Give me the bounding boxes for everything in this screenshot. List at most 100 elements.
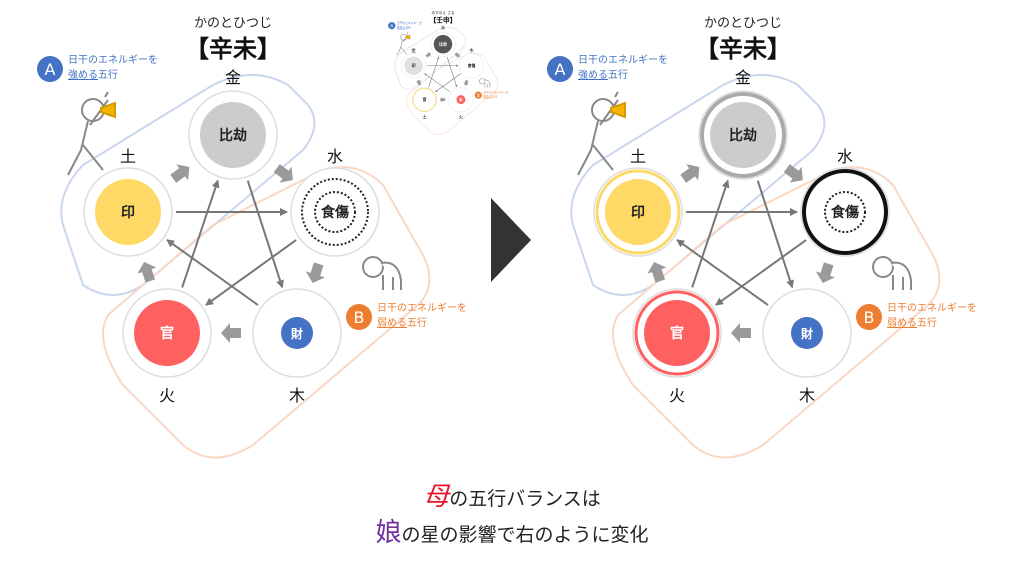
legend-a-line1: 日干のエネルギーを bbox=[68, 54, 158, 66]
tired-figure-icon bbox=[479, 78, 491, 88]
node-core bbox=[281, 317, 313, 349]
node-label: 食傷 bbox=[831, 204, 859, 221]
legend-b-underlined: 弱める bbox=[483, 95, 492, 99]
element-label: 金 bbox=[411, 47, 416, 54]
node-core bbox=[95, 179, 161, 245]
control-cycle-arrow bbox=[205, 239, 297, 306]
node-label: 食傷 bbox=[321, 204, 349, 221]
node-core bbox=[710, 102, 776, 168]
node-core bbox=[605, 179, 671, 245]
node-label: 官 bbox=[160, 325, 174, 342]
element-node-3: 財火 bbox=[448, 87, 474, 121]
control-cycle-arrow bbox=[424, 73, 451, 93]
badge-a-label: A bbox=[45, 60, 56, 79]
pillar-title: 【壬申】 bbox=[430, 15, 457, 24]
legend-b-rest: 五行 bbox=[407, 316, 427, 329]
emphasis-ring bbox=[412, 87, 437, 112]
cheering-figure-icon bbox=[396, 32, 411, 56]
badge-a-icon bbox=[547, 56, 573, 82]
node-label: 財 bbox=[458, 97, 463, 102]
badge-b-icon bbox=[346, 304, 372, 330]
node-dotted-ring bbox=[314, 191, 356, 233]
element-node-3: 財木 bbox=[252, 288, 342, 405]
legend-a: A日干のエネルギーを強める五行 bbox=[388, 21, 422, 29]
badge-a-label: A bbox=[390, 23, 394, 29]
node-dotted-ring bbox=[824, 191, 866, 233]
legend-a-underlined: 強める bbox=[397, 25, 406, 29]
badge-a-label: A bbox=[555, 60, 566, 79]
caption-line-2-text: の星の影響で右のように変化 bbox=[401, 524, 649, 546]
element-label: 木 bbox=[289, 386, 305, 405]
legend-b: B日干のエネルギーを弱める五行 bbox=[474, 90, 509, 99]
legend-a-rest: 五行 bbox=[608, 68, 628, 81]
strengthen-group-outline bbox=[60, 74, 316, 296]
element-node-3: 財木 bbox=[762, 288, 852, 405]
mother-highlight: 母 bbox=[423, 482, 450, 512]
legend-b-line1: 日干のエネルギーを bbox=[483, 90, 508, 94]
badge-b-icon bbox=[474, 91, 482, 99]
figure-body bbox=[67, 91, 109, 176]
generation-arrow-icon bbox=[463, 79, 469, 86]
node-core bbox=[456, 95, 466, 105]
weaken-group-outline bbox=[406, 52, 499, 135]
figure-body bbox=[577, 91, 619, 176]
control-cycle-arrow bbox=[246, 180, 284, 289]
element-node-1: 比劫金 bbox=[188, 68, 278, 180]
element-node-2: 食傷木 bbox=[459, 47, 485, 79]
node-label: 比劫 bbox=[219, 127, 247, 144]
generation-arrow-icon bbox=[137, 262, 157, 283]
element-node-4: 官火 bbox=[122, 288, 212, 405]
tired-figure-icon bbox=[362, 256, 402, 290]
legend-a-rest: 五行 bbox=[98, 68, 118, 81]
emphasis-ring bbox=[802, 169, 888, 255]
node-label: 印 bbox=[121, 204, 135, 221]
badge-b-label: B bbox=[477, 93, 480, 99]
generation-arrow-icon bbox=[731, 323, 751, 343]
badge-b-label: B bbox=[354, 308, 365, 327]
pillar-reading: みずのえ さる bbox=[432, 10, 455, 15]
pillar-reading: かのとひつじ bbox=[194, 16, 272, 31]
legend-a-underlined: 強める bbox=[68, 68, 98, 81]
element-node-5: 印土 bbox=[83, 147, 173, 257]
cheering-figure-icon bbox=[577, 91, 626, 176]
element-label: 火 bbox=[669, 386, 685, 405]
badge-a-icon bbox=[388, 22, 396, 30]
node-label: 比劫 bbox=[729, 127, 757, 144]
megaphone-icon bbox=[610, 101, 626, 119]
node-core bbox=[812, 179, 878, 245]
node-label: 官 bbox=[423, 97, 427, 102]
inset-diagram: 比劫水食傷木財火官土印金みずのえ さる【壬申】A日干のエネルギーを強める五行B日… bbox=[388, 10, 509, 135]
element-label: 火 bbox=[459, 115, 464, 121]
node-label: 比劫 bbox=[439, 42, 447, 47]
element-node-1: 比劫水 bbox=[430, 25, 456, 57]
legend-a: A 日干のエネルギーを強める五行 bbox=[37, 54, 158, 82]
pillar-reading: かのとひつじ bbox=[704, 16, 782, 31]
megaphone-icon bbox=[100, 101, 116, 119]
node-core bbox=[415, 90, 434, 109]
generation-arrow-icon bbox=[783, 164, 803, 183]
pillar-title: 【辛未】 bbox=[695, 35, 791, 63]
emphasis-ring bbox=[595, 169, 681, 255]
element-node-2: 食傷水 bbox=[290, 147, 380, 257]
generation-arrow-icon bbox=[439, 96, 446, 103]
node-core bbox=[644, 300, 710, 366]
element-label: 木 bbox=[469, 47, 474, 54]
generation-arrow-icon bbox=[221, 323, 241, 343]
node-label: 財 bbox=[290, 326, 303, 341]
element-node-2: 食傷水 bbox=[800, 147, 890, 257]
node-core bbox=[404, 56, 423, 75]
megaphone-icon bbox=[405, 34, 411, 40]
element-label: 土 bbox=[422, 114, 427, 121]
node-core bbox=[791, 317, 823, 349]
control-cycle-arrow bbox=[715, 239, 807, 306]
element-label: 土 bbox=[120, 147, 136, 166]
daughter-highlight: 娘 bbox=[375, 518, 402, 548]
strengthen-group-outline bbox=[570, 74, 826, 296]
node-core bbox=[433, 34, 453, 54]
generation-arrow-icon bbox=[416, 79, 422, 86]
element-label: 木 bbox=[799, 386, 815, 405]
tired-figure-icon bbox=[872, 256, 912, 290]
generation-arrow-icon bbox=[170, 164, 190, 183]
